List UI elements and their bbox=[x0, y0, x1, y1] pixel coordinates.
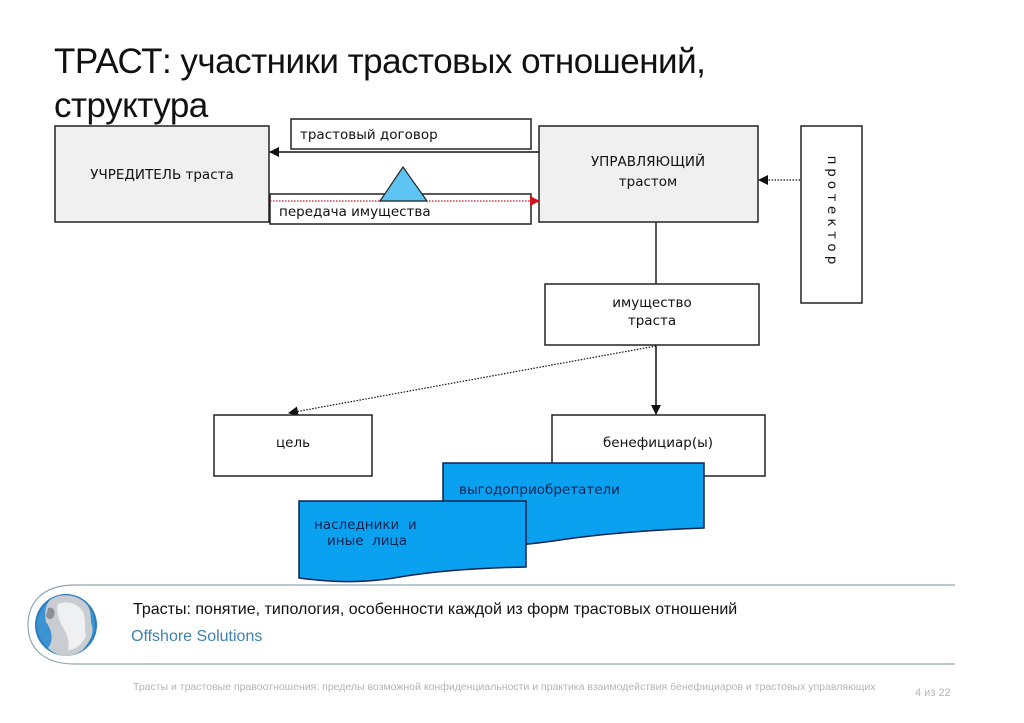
trust-property-node: имущество траста bbox=[544, 283, 760, 346]
protector-letter: т bbox=[824, 194, 840, 202]
heirs-label-line-2: иные лица bbox=[327, 533, 407, 549]
heirs-node: наследники и иные лица bbox=[298, 500, 527, 583]
trust-property-label-line-2: траста bbox=[628, 313, 676, 329]
settlor-label: УЧРЕДИТЕЛЬ траста bbox=[90, 167, 234, 183]
protector-letter: е bbox=[824, 206, 840, 214]
settlor-node: УЧРЕДИТЕЛЬ траста bbox=[54, 125, 270, 223]
slide-title-line-2: структура bbox=[54, 86, 208, 125]
trustee-label-line-2: трастом bbox=[619, 174, 677, 190]
protector-letter: о bbox=[824, 243, 840, 251]
beneficiaries-label: бенефициар(ы) bbox=[603, 435, 713, 451]
protector-letter: т bbox=[824, 231, 840, 239]
triangle-icon bbox=[378, 165, 429, 202]
trust-agreement-label: трастовый договор bbox=[300, 127, 438, 143]
protector-letter: о bbox=[824, 181, 840, 189]
trustee-label-line-1: УПРАВЛЯЮЩИЙ bbox=[591, 152, 705, 170]
property-to-purpose-arrow bbox=[288, 345, 657, 417]
trust-agreement-label-box: трастовый договор bbox=[290, 118, 532, 150]
trust-property-label-line-1: имущество bbox=[612, 295, 691, 311]
page-indicator: 4 из 22 bbox=[915, 687, 951, 699]
footer-band bbox=[27, 584, 955, 665]
slide-title: ТРАСТ: участники трастовых отношений, ст… bbox=[54, 40, 706, 128]
protector-letter: п bbox=[824, 156, 840, 165]
purpose-node: цель bbox=[213, 414, 373, 477]
property-transfer-label: передача имущества bbox=[279, 204, 431, 220]
protector-letter: р bbox=[824, 256, 840, 265]
footer-note: Трасты и трастовые правоотношения: преде… bbox=[133, 681, 876, 693]
protector-letter: р bbox=[824, 168, 840, 177]
footer-title: Трасты: понятие, типология, особенности … bbox=[133, 601, 738, 618]
beneficial-owners-label: выгодоприобретатели bbox=[459, 482, 620, 498]
protector-letter: к bbox=[824, 218, 840, 226]
footer-brand: Offshore Solutions bbox=[131, 628, 263, 645]
heirs-label-line-1: наследники и bbox=[314, 517, 417, 533]
trustee-node: УПРАВЛЯЮЩИЙ трастом bbox=[538, 125, 759, 223]
slide-title-line-1: ТРАСТ: участники трастовых отношений, bbox=[54, 42, 706, 81]
purpose-label: цель bbox=[276, 435, 310, 451]
company-logo bbox=[35, 594, 97, 656]
